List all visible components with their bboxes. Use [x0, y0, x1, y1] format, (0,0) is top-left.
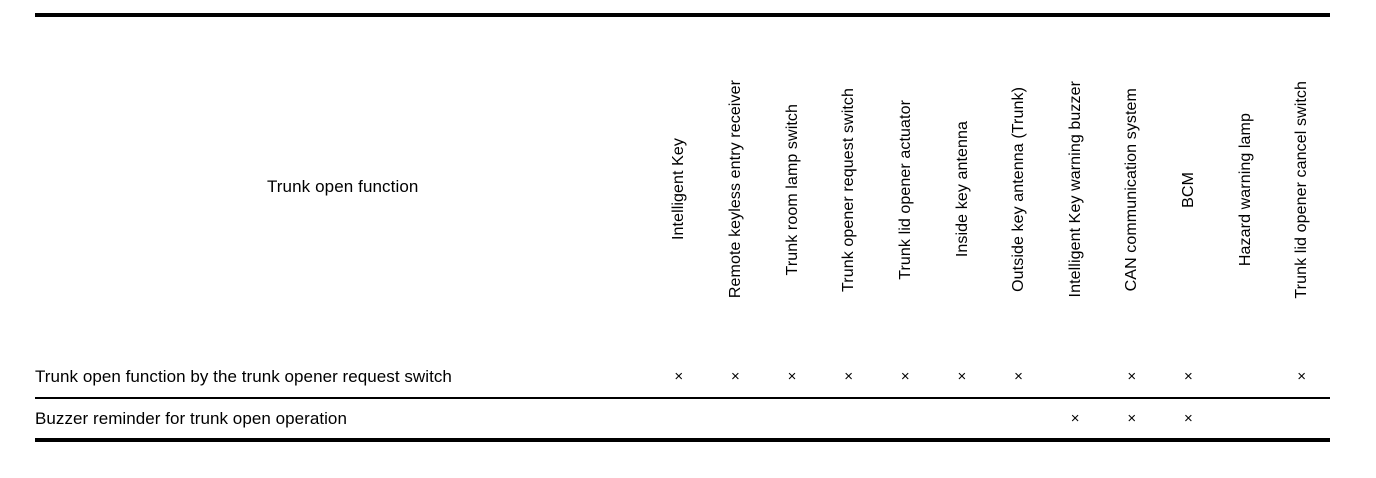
cell-row0-col2: ×: [764, 356, 821, 398]
cell-row1-col1: [707, 398, 764, 440]
column-header-remote-keyless-entry-receiver: Remote keyless entry receiver: [707, 15, 764, 356]
cell-row1-col3: [820, 398, 877, 440]
column-header-label: Trunk lid opener actuator: [896, 99, 914, 280]
cell-row0-col0: ×: [650, 356, 707, 398]
column-header-trunk-opener-request-switch: Trunk opener request switch: [820, 15, 877, 356]
mark-x-icon: ×: [900, 368, 910, 385]
function-component-matrix-table: Trunk open function Intelligent Key Remo…: [35, 13, 1330, 442]
mark-x-icon: ×: [844, 368, 853, 385]
page-title: Trunk open function: [266, 176, 419, 196]
mark-x-icon: ×: [957, 368, 967, 385]
mark-x-icon: ×: [787, 368, 797, 385]
cell-row1-col7: ×: [1047, 398, 1104, 440]
mark-x-icon: ×: [1127, 368, 1137, 385]
cell-row0-col8: ×: [1103, 356, 1160, 398]
cell-row0-col3: ×: [820, 356, 877, 398]
column-header-trunk-lid-opener-actuator: Trunk lid opener actuator: [877, 15, 934, 356]
mark-x-icon: ×: [1070, 410, 1080, 427]
mark-x-icon: ×: [730, 368, 740, 385]
column-header-label: Intelligent Key: [670, 138, 688, 241]
column-header-can-communication-system: CAN communication system: [1103, 15, 1160, 356]
table-header-row: Trunk open function Intelligent Key Remo…: [35, 15, 1330, 356]
cell-row0-col1: ×: [707, 356, 764, 398]
column-header-intelligent-key-warning-buzzer: Intelligent Key warning buzzer: [1047, 15, 1104, 356]
mark-x-icon: ×: [1297, 368, 1307, 385]
column-header-intelligent-key: Intelligent Key: [650, 15, 707, 356]
cell-row0-col6: ×: [990, 356, 1047, 398]
cell-row0-col10: [1217, 356, 1274, 398]
row-label: Trunk open function by the trunk opener …: [35, 366, 452, 386]
column-header-label: Trunk opener request switch: [840, 87, 858, 292]
cell-row1-col4: [877, 398, 934, 440]
cell-row1-col0: [650, 398, 707, 440]
cell-row0-col5: ×: [934, 356, 991, 398]
column-header-label: Remote keyless entry receiver: [727, 80, 745, 299]
mark-x-icon: ×: [1014, 368, 1023, 385]
cell-row0-col9: ×: [1160, 356, 1217, 398]
cell-row0-col7: [1047, 356, 1104, 398]
cell-row1-col2: [764, 398, 821, 440]
cell-row1-col6: [990, 398, 1047, 440]
column-header-label: Trunk room lamp switch: [783, 103, 801, 276]
cell-row1-col10: [1217, 398, 1274, 440]
table-row: Trunk open function by the trunk opener …: [35, 356, 1330, 398]
mark-x-icon: ×: [1183, 410, 1193, 427]
cell-row0-col4: ×: [877, 356, 934, 398]
mark-x-icon: ×: [1127, 410, 1137, 427]
column-header-inside-key-antenna: Inside key antenna: [934, 15, 991, 356]
table-title-cell: Trunk open function: [35, 15, 650, 356]
cell-row1-col9: ×: [1160, 398, 1217, 440]
column-header-label: CAN communication system: [1123, 87, 1141, 292]
mark-x-icon: ×: [1183, 368, 1193, 385]
column-header-hazard-warning-lamp: Hazard warning lamp: [1217, 15, 1274, 356]
column-header-label: Intelligent Key warning buzzer: [1066, 81, 1084, 298]
column-header-trunk-lid-opener-cancel-switch: Trunk lid opener cancel switch: [1273, 15, 1330, 356]
mark-x-icon: ×: [674, 368, 684, 385]
column-header-label: Hazard warning lamp: [1236, 112, 1254, 267]
cell-row1-col5: [934, 398, 991, 440]
column-header-trunk-room-lamp-switch: Trunk room lamp switch: [764, 15, 821, 356]
column-header-label: Trunk lid opener cancel switch: [1293, 80, 1311, 299]
column-header-label: Outside key antenna (Trunk): [1010, 87, 1028, 292]
row-label: Buzzer reminder for trunk open operation: [35, 408, 347, 428]
cell-row0-col11: ×: [1273, 356, 1330, 398]
cell-row1-col8: ×: [1103, 398, 1160, 440]
column-header-bcm: BCM: [1160, 15, 1217, 356]
cell-row1-col11: [1273, 398, 1330, 440]
column-header-label: Inside key antenna: [953, 121, 971, 258]
table-row: Buzzer reminder for trunk open operation…: [35, 398, 1330, 440]
column-header-outside-key-antenna-trunk: Outside key antenna (Trunk): [990, 15, 1047, 356]
column-header-label: BCM: [1180, 171, 1198, 208]
